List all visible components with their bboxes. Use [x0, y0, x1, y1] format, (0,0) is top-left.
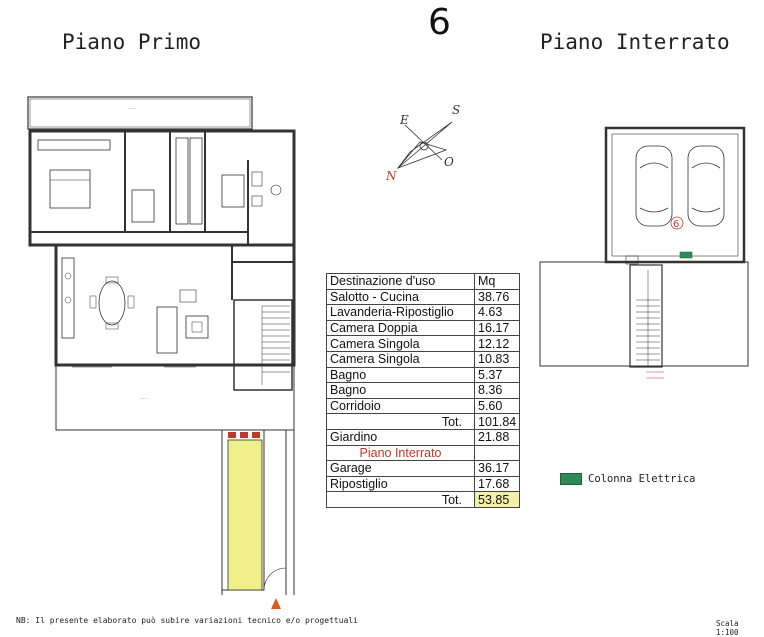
sleeping-area-walls: [28, 129, 296, 247]
sofa: [156, 306, 178, 354]
upper-floor-title: Piano Primo: [62, 30, 202, 54]
double-bed: [49, 169, 91, 209]
entrance-marker: [271, 598, 281, 609]
garage-number: 6: [673, 219, 679, 230]
basement-stairs: [629, 264, 663, 368]
disclaimer-note: NB: Il presente elaborato può subire var…: [16, 616, 358, 625]
garage-number-badge: [670, 216, 684, 230]
kitchen-counter: [61, 257, 75, 339]
legend-label: Colonna Elettrica: [588, 473, 696, 485]
upper-floor-plan: [27, 96, 296, 595]
car-1: [635, 145, 673, 227]
area-table-header: Destinazione d'uso Mq: [326, 273, 521, 290]
legend: Colonna Elettrica: [560, 473, 695, 485]
watermark: [200, 282, 219, 347]
basement-plan: [539, 126, 749, 379]
balcony: [27, 96, 253, 130]
coffee-table: [185, 315, 209, 339]
electric-column-marker: [679, 251, 693, 259]
storage-walls: [539, 261, 749, 367]
header-mq: Mq: [473, 273, 521, 290]
car-2: [687, 145, 725, 227]
section-row: Piano Interrato: [326, 444, 521, 462]
scale-label: Scala 1:100: [716, 619, 739, 637]
compass-east: E: [399, 113, 409, 127]
compass-south: S: [452, 103, 460, 117]
header-room: Destinazione d'uso: [326, 273, 475, 290]
stairwell: [233, 299, 293, 391]
single-bed-2: [221, 174, 245, 208]
subtotal-row: Tot.101.84: [326, 413, 521, 430]
single-bed-1: [131, 189, 155, 223]
upper-room-labels: ····· ·····: [128, 106, 148, 402]
legend-swatch: [560, 473, 582, 485]
compass-north: N: [385, 169, 397, 183]
dining-table: [98, 280, 126, 326]
total-row: Tot.53.85: [326, 491, 521, 508]
basement-title: Piano Interrato: [540, 30, 730, 54]
compass: [396, 121, 453, 169]
compass-west: O: [444, 155, 454, 169]
garden-path-fill: [227, 439, 263, 591]
unit-number: 6: [428, 2, 451, 43]
svg-text:·····: ·····: [140, 396, 148, 402]
garage-walls: [604, 126, 746, 264]
svg-text:·····: ·····: [128, 106, 136, 112]
